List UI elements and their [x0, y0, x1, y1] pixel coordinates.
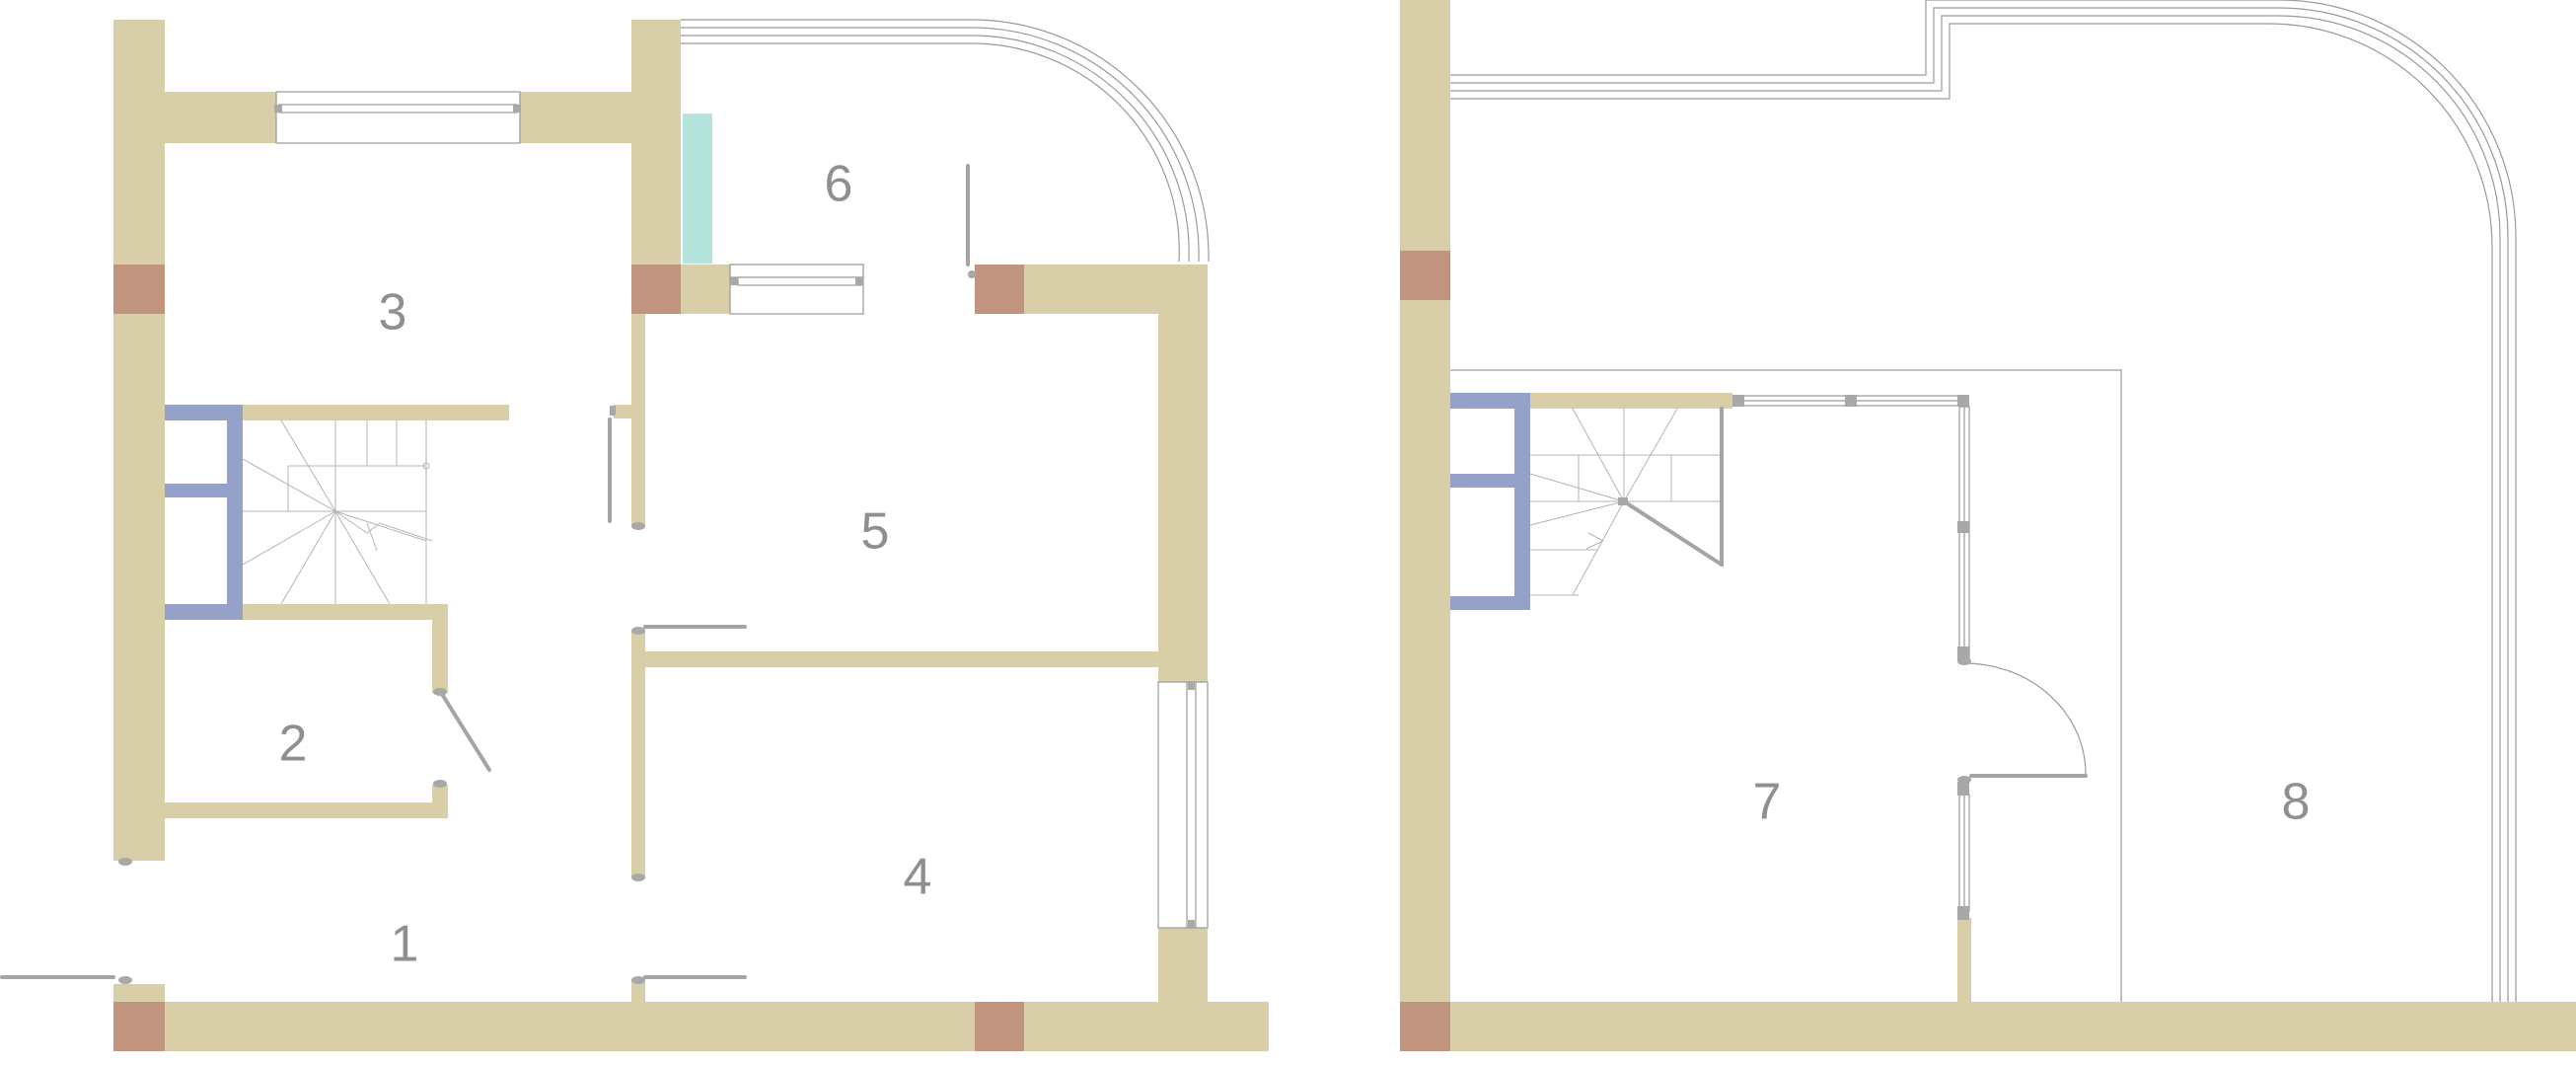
stair-wall-top	[165, 405, 243, 420]
window-room6-sliding	[729, 264, 864, 315]
glass-panel	[683, 114, 712, 264]
wall-room4-top	[645, 651, 1158, 667]
stair-wall-vertical	[1514, 393, 1530, 610]
room-label-5: 5	[861, 503, 890, 561]
wall-interior-center-upper	[631, 314, 645, 526]
door-room3-center[interactable]	[608, 406, 645, 530]
window-right-room4	[1157, 681, 1209, 929]
room-label-6: 6	[825, 156, 853, 213]
column	[113, 265, 165, 314]
wall-right-partition-lower	[1957, 918, 1971, 1002]
door-room2[interactable]	[433, 688, 491, 788]
glazed-partition-top	[1732, 395, 1969, 407]
room-label-4: 4	[904, 849, 932, 906]
room-label-7: 7	[1753, 774, 1782, 831]
wall-left-outer	[113, 20, 165, 861]
wall-small-stub	[614, 405, 631, 418]
wall-room2-right-stub	[432, 785, 448, 818]
room-label-2: 2	[279, 716, 308, 773]
stair-wall-mid	[165, 484, 243, 497]
left-terrace-outline	[681, 19, 1210, 263]
stair-wall-top	[1450, 393, 1528, 409]
room-label-8: 8	[2282, 774, 2311, 831]
right-floor-plan: 7 8	[1400, 0, 2576, 1051]
door-hall-upper[interactable]	[631, 625, 747, 635]
column	[1400, 251, 1450, 300]
door-room8[interactable]	[1957, 657, 2088, 784]
wall-right-stair-top	[1528, 393, 1732, 409]
column	[975, 1002, 1024, 1051]
stair-wall-bottom	[165, 604, 243, 620]
wall-stair-top	[243, 405, 509, 420]
staircase-right	[1529, 407, 1724, 596]
stair-wall-vertical	[227, 405, 243, 620]
wall-right-plan-bottom	[1400, 1002, 2576, 1051]
wall-room2-right	[432, 604, 448, 693]
wall-top-left	[113, 92, 276, 143]
door-room6[interactable]	[966, 164, 976, 278]
wall-right-outer	[1158, 265, 1208, 682]
wall-stair-bottom	[243, 604, 448, 620]
left-floor-plan: 1 2 3 4 5 6	[0, 19, 1269, 1051]
column	[113, 1002, 165, 1051]
wall-interior-center-lower	[631, 632, 645, 876]
room-label-3: 3	[379, 284, 407, 342]
wall-right-outer-lower	[1158, 928, 1208, 1002]
column	[975, 265, 1024, 314]
glazed-partition-vertical	[1957, 406, 1970, 920]
door-room4-lower[interactable]	[631, 874, 747, 984]
window-top-room3	[274, 91, 521, 144]
wall-right-plan-left	[1400, 0, 1450, 1002]
stair-wall-bottom	[1450, 596, 1530, 610]
door-entrance[interactable]	[0, 858, 132, 984]
wall-left-stub-bottom	[113, 984, 165, 1002]
column	[1400, 1002, 1450, 1051]
wall-room6-bottom-left	[681, 265, 730, 314]
column	[631, 265, 681, 314]
right-terrace-outline	[1450, 0, 2517, 1002]
wall-interior-center-stub	[631, 979, 645, 1002]
staircase-left	[242, 419, 433, 605]
wall-top-mid	[520, 92, 631, 143]
stair-wall-mid	[1450, 474, 1530, 488]
wall-bottom-outer	[113, 1002, 1269, 1051]
wall-room2-bottom	[165, 802, 448, 818]
room-label-1: 1	[391, 916, 419, 973]
